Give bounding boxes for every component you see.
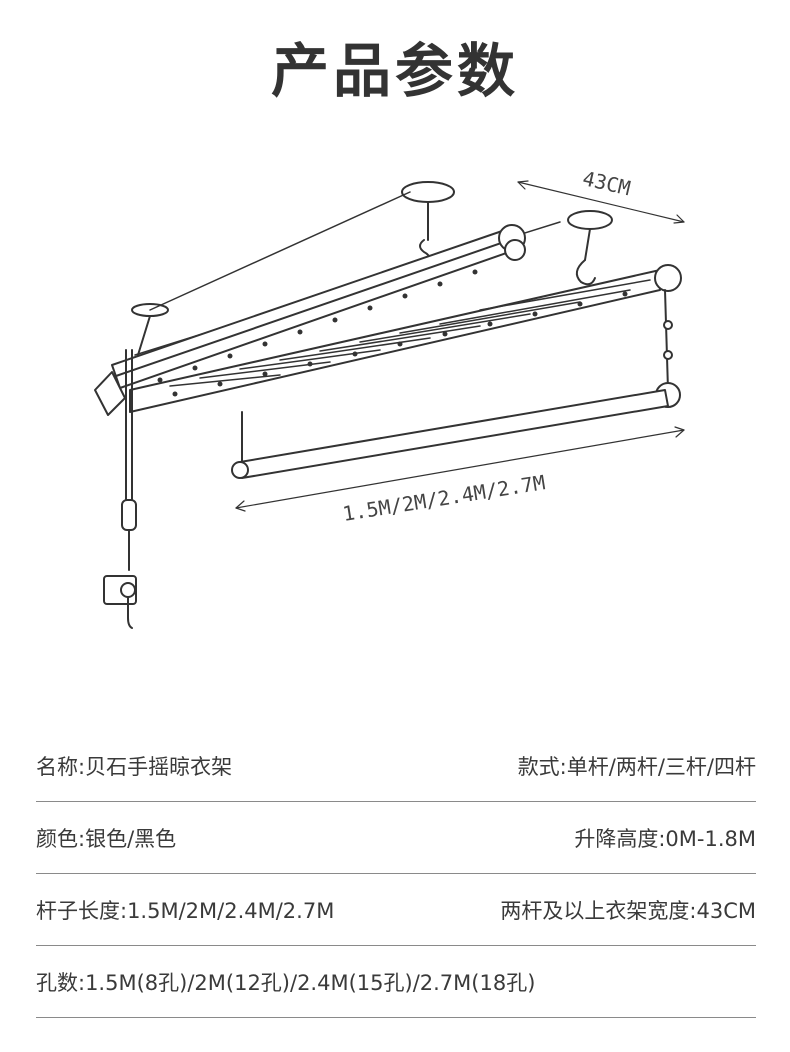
param-row: 杆子长度:1.5M/2M/2.4M/2.7M 两杆及以上衣架宽度:43CM xyxy=(36,874,756,946)
param-hole-count: 孔数:1.5M(8孔)/2M(12孔)/2.4M(15孔)/2.7M(18孔) xyxy=(36,970,536,995)
param-name: 名称:贝石手摇晾衣架 xyxy=(36,754,233,779)
length-dimension-arrow xyxy=(235,426,685,512)
cross-slats xyxy=(169,279,651,387)
crank-cord xyxy=(121,349,137,571)
ceiling-mount-right xyxy=(567,210,613,286)
parameter-table: 名称:贝石手摇晾衣架 款式:单杆/两杆/三杆/四杆 颜色:银色/黑色 升降高度:… xyxy=(36,730,756,1018)
param-color: 颜色:银色/黑色 xyxy=(36,826,177,851)
param-lift-height: 升降高度:0M-1.8M xyxy=(574,826,756,851)
param-style: 款式:单杆/两杆/三杆/四杆 xyxy=(517,754,756,779)
crank-handle-icon xyxy=(103,575,137,629)
lower-hanging-bar xyxy=(231,389,669,479)
length-dimension-label: 1.5M/2M/2.4M/2.7M xyxy=(341,470,547,526)
param-rod-length: 杆子长度:1.5M/2M/2.4M/2.7M xyxy=(36,898,335,923)
param-row: 名称:贝石手摇晾衣架 款式:单杆/两杆/三杆/四杆 xyxy=(36,730,756,802)
width-dimension-label: 43CM xyxy=(580,166,632,200)
right-end-cap xyxy=(654,264,682,408)
param-row: 孔数:1.5M(8孔)/2M(12孔)/2.4M(15孔)/2.7M(18孔) xyxy=(36,946,756,1018)
param-row: 颜色:银色/黑色 升降高度:0M-1.8M xyxy=(36,802,756,874)
width-dimension-arrow xyxy=(517,180,685,224)
drying-rack-diagram: 43CM 1.5M/2M/2.4M/2.7M xyxy=(94,166,685,629)
upper-front-rail xyxy=(111,224,526,389)
page-title: 产品参数 xyxy=(270,37,519,105)
param-rack-width: 两杆及以上衣架宽度:43CM xyxy=(500,898,756,923)
